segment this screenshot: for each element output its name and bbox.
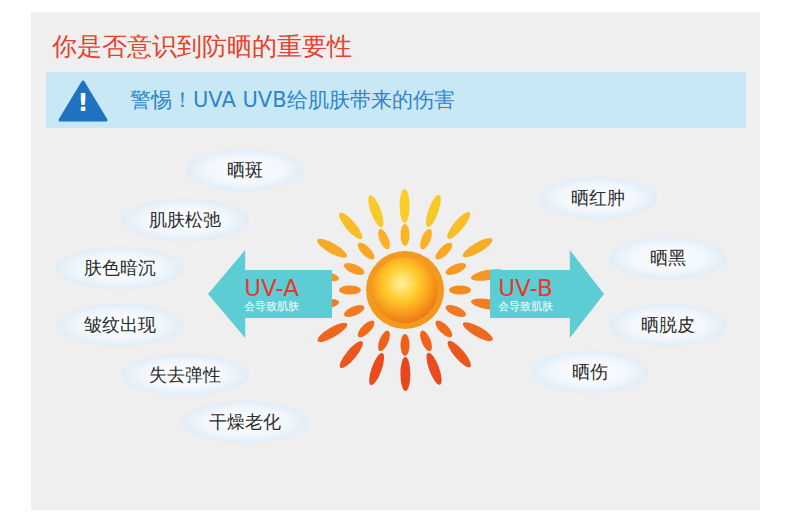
effect-text: 晒伤 [572,360,608,384]
effect-text: 肤色暗沉 [84,256,156,280]
sun-ray [336,210,366,242]
sun-ray [400,189,410,223]
effect-text: 皱纹出现 [84,313,156,337]
uv-name: UV-B [498,276,552,300]
effect-text: 晒红肿 [571,186,625,210]
warning-band: ! 警惕！UVA UVB给肌肤带来的伤害 [46,72,746,128]
arrow-label: UV-B会导致肌肤 [498,276,553,313]
sun-ray [461,319,495,345]
effect-ellipse: 晒脱皮 [609,304,727,346]
effect-text: 肌肤松弛 [149,208,221,232]
sun-ray [418,227,435,251]
sun-ray [339,286,361,295]
sun-ray [444,303,468,320]
sun-ray [444,338,474,370]
effect-text: 晒脱皮 [641,313,695,337]
uv-name: UV-A [244,276,299,300]
effect-ellipse: 晒红肿 [539,177,657,219]
effect-ellipse: 晒斑 [186,149,304,191]
sun-ray [433,240,455,262]
sun-ray [342,303,366,320]
title: 你是否意识到防晒的重要性 [52,30,352,63]
sun-ray [401,334,410,356]
sun-ray [424,351,445,386]
sun-ray [315,319,349,345]
sun-ray [449,286,471,295]
effect-text: 失去弹性 [149,363,221,387]
effect-ellipse: 干燥老化 [181,401,309,443]
sun-ray [460,235,494,261]
sun-ray [376,227,393,251]
effect-ellipse: 晒伤 [531,351,649,393]
warning-text: 警惕！UVA UVB给肌肤带来的伤害 [130,86,455,114]
sun-ray [355,318,377,340]
sun-ray [444,261,468,278]
sun-ray [400,357,410,391]
sun-ray [433,318,455,340]
sun-ray [418,329,435,353]
sun-ray [376,329,393,353]
arrow-label: UV-A会导致肌肤 [244,276,299,313]
sun-ray [366,351,387,386]
effect-ellipse: 晒黑 [609,237,727,279]
uv-note: 会导致肌肤 [244,301,299,313]
sun-ray [342,261,366,278]
effect-text: 晒斑 [227,158,263,182]
sun-ray [444,209,473,242]
uv-arrow: UV-A会导致肌肤 [208,250,332,338]
effect-ellipse: 失去弹性 [121,354,249,396]
effect-ellipse: 肤色暗沉 [56,247,184,289]
warning-mark: ! [58,89,108,117]
sun-ray [355,240,377,262]
sun-ray [423,193,444,228]
sun-ray [337,338,366,371]
effect-ellipse: 皱纹出现 [56,304,184,346]
sun-ray [401,224,410,246]
effect-text: 晒黑 [650,246,686,270]
uv-arrow: UV-B会导致肌肤 [490,250,604,338]
sun-ray [365,194,386,229]
sun-ray [315,236,349,262]
effect-ellipse: 肌肤松弛 [121,199,249,241]
effect-text: 干燥老化 [209,410,281,434]
uv-note: 会导致肌肤 [498,301,553,313]
